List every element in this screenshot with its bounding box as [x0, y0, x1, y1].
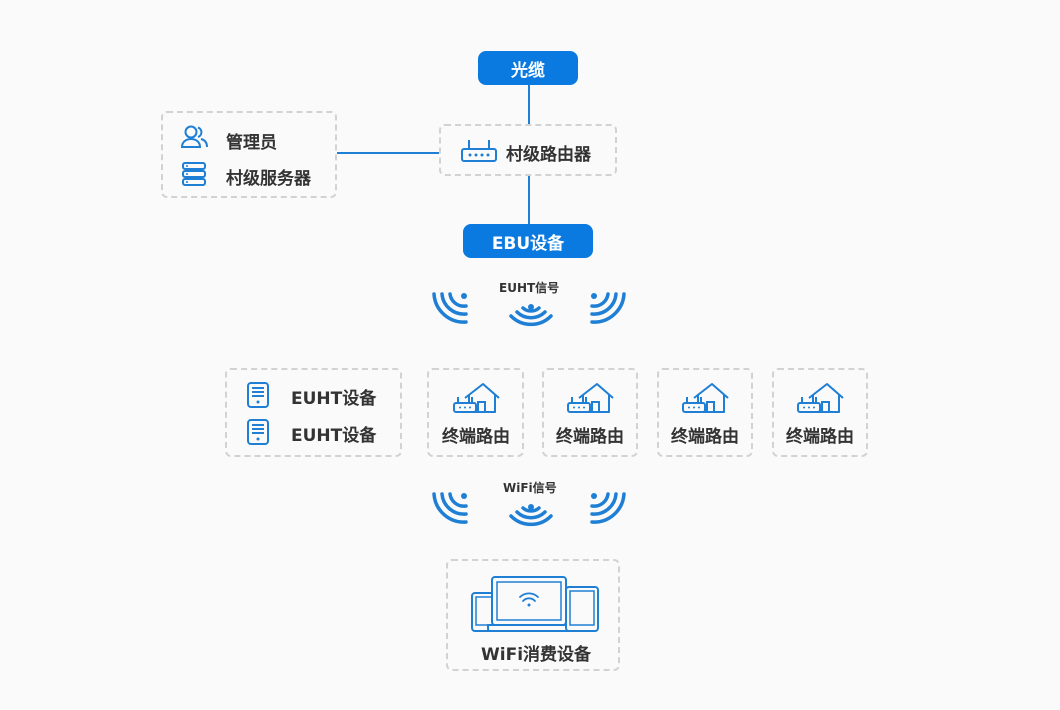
euht-signal-left-icon — [430, 290, 470, 326]
euht-device-label: EUHT设备 — [291, 389, 377, 409]
village-router-label: 村级路由器 — [506, 145, 591, 165]
home-router-icon — [567, 382, 615, 414]
fiber-label: 光缆 — [511, 60, 545, 81]
terminal-router-box: 终端路由 — [772, 368, 868, 457]
home-router-icon — [797, 382, 845, 414]
admin-icon — [181, 125, 209, 149]
server-icon — [182, 162, 206, 186]
terminal-router-label: 终端路由 — [442, 427, 510, 447]
terminal-router-box: 终端路由 — [427, 368, 524, 457]
euht-device-icon — [247, 382, 269, 408]
terminal-router-label: 终端路由 — [671, 427, 739, 447]
line-admin-router — [337, 152, 440, 154]
wifi-consumer-label: WiFi消费设备 — [481, 645, 592, 665]
server-label: 村级服务器 — [226, 169, 311, 189]
village-router-box: 村级路由器 — [439, 124, 617, 176]
terminal-router-box: 终端路由 — [542, 368, 638, 457]
terminal-router-label: 终端路由 — [786, 427, 854, 447]
fiber-node: 光缆 — [478, 51, 578, 85]
line-fiber-router — [528, 84, 530, 126]
wifi-consumer-box: WiFi消费设备 — [446, 559, 620, 671]
wifi-signal-left-icon — [430, 490, 470, 526]
admin-server-box: 管理员 村级服务器 — [161, 111, 337, 198]
ebu-node: EBU设备 — [463, 224, 593, 258]
devices-icon — [470, 575, 600, 633]
router-icon — [461, 138, 497, 164]
euht-signal-right-icon — [588, 290, 628, 326]
home-router-icon — [453, 382, 501, 414]
euht-devices-box: EUHT设备 EUHT设备 — [225, 368, 402, 457]
terminal-router-label: 终端路由 — [556, 427, 624, 447]
euht-device-label: EUHT设备 — [291, 426, 377, 446]
ebu-label: EBU设备 — [491, 233, 565, 254]
admin-label: 管理员 — [226, 133, 277, 153]
home-router-icon — [682, 382, 730, 414]
wifi-signal-center-icon — [508, 504, 554, 536]
euht-signal-center-icon — [508, 304, 554, 336]
line-router-ebu — [528, 174, 530, 224]
wifi-signal-label: WiFi信号 — [503, 481, 557, 495]
euht-device-icon — [247, 419, 269, 445]
wifi-signal-right-icon — [588, 490, 628, 526]
terminal-router-box: 终端路由 — [657, 368, 753, 457]
euht-signal-label: EUHT信号 — [499, 281, 560, 295]
